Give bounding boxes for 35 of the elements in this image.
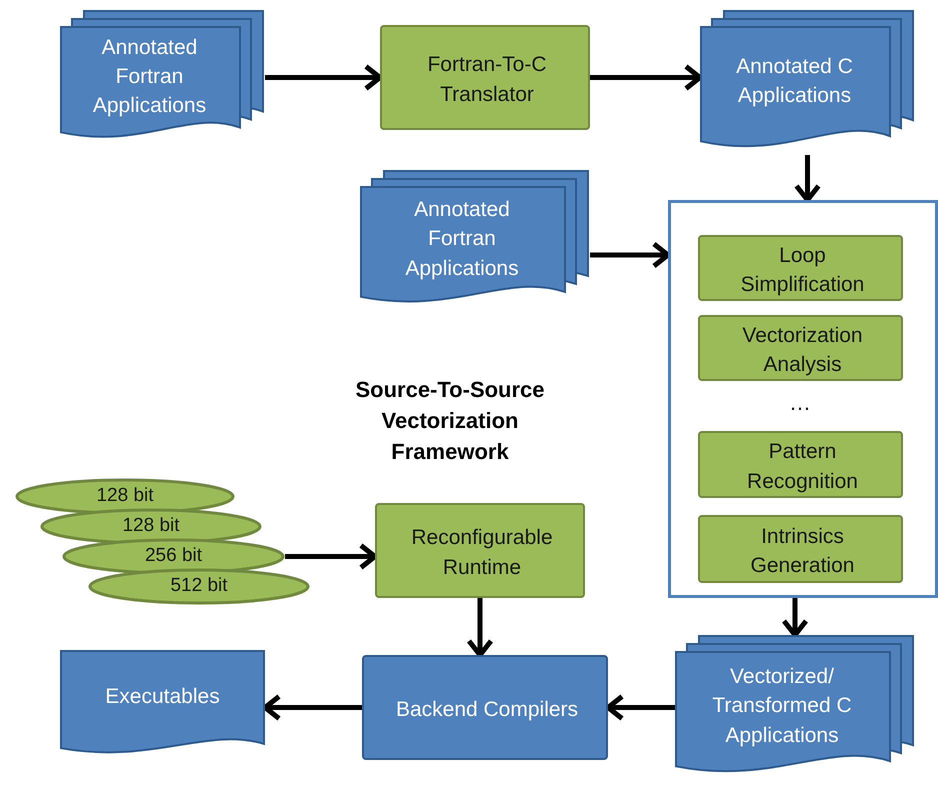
node-text: Intrinsics Generation xyxy=(750,524,856,579)
process-box xyxy=(698,431,903,498)
arrow xyxy=(794,155,821,202)
node-text: Fortran-To-C Translator xyxy=(426,52,548,108)
node-text: Vectorization Analysis xyxy=(741,322,864,378)
arrow xyxy=(285,543,378,570)
node-text: Annotated C Applications xyxy=(735,54,854,109)
process-box xyxy=(698,235,903,301)
process-box xyxy=(375,503,585,598)
node-text: Vectorized/ Transformed C Applications xyxy=(711,664,853,749)
node-text: 256 bit xyxy=(144,544,202,568)
framework-panel xyxy=(668,200,938,598)
ellipsis-text: … xyxy=(788,389,812,417)
node-text: Loop Simplification xyxy=(740,242,866,298)
arrow xyxy=(466,598,494,658)
arrow xyxy=(265,64,382,91)
process-box xyxy=(380,25,590,130)
node-text: Executables xyxy=(105,684,220,710)
process-box xyxy=(698,515,903,583)
arrow xyxy=(590,64,702,91)
framework-title: Source-To-Source Vectorization Framework xyxy=(354,376,546,466)
process-box xyxy=(698,315,903,381)
node-text: 128 bit xyxy=(96,484,154,508)
node-text: Pattern Recognition xyxy=(746,439,859,494)
node-text: 128 bit xyxy=(122,514,180,538)
node-text: Annotated Fortran Applications xyxy=(92,34,208,120)
arrow xyxy=(590,242,670,268)
arrow xyxy=(606,694,675,721)
ellipse-shape xyxy=(88,568,310,605)
node-text: 512 bit xyxy=(170,574,228,598)
node-text: Annotated Fortran Applications xyxy=(404,196,520,282)
node-text: Reconfigurable Runtime xyxy=(410,525,554,580)
arrow xyxy=(782,598,808,638)
node-text: Backend Compilers xyxy=(396,696,578,723)
process-box xyxy=(362,655,608,760)
